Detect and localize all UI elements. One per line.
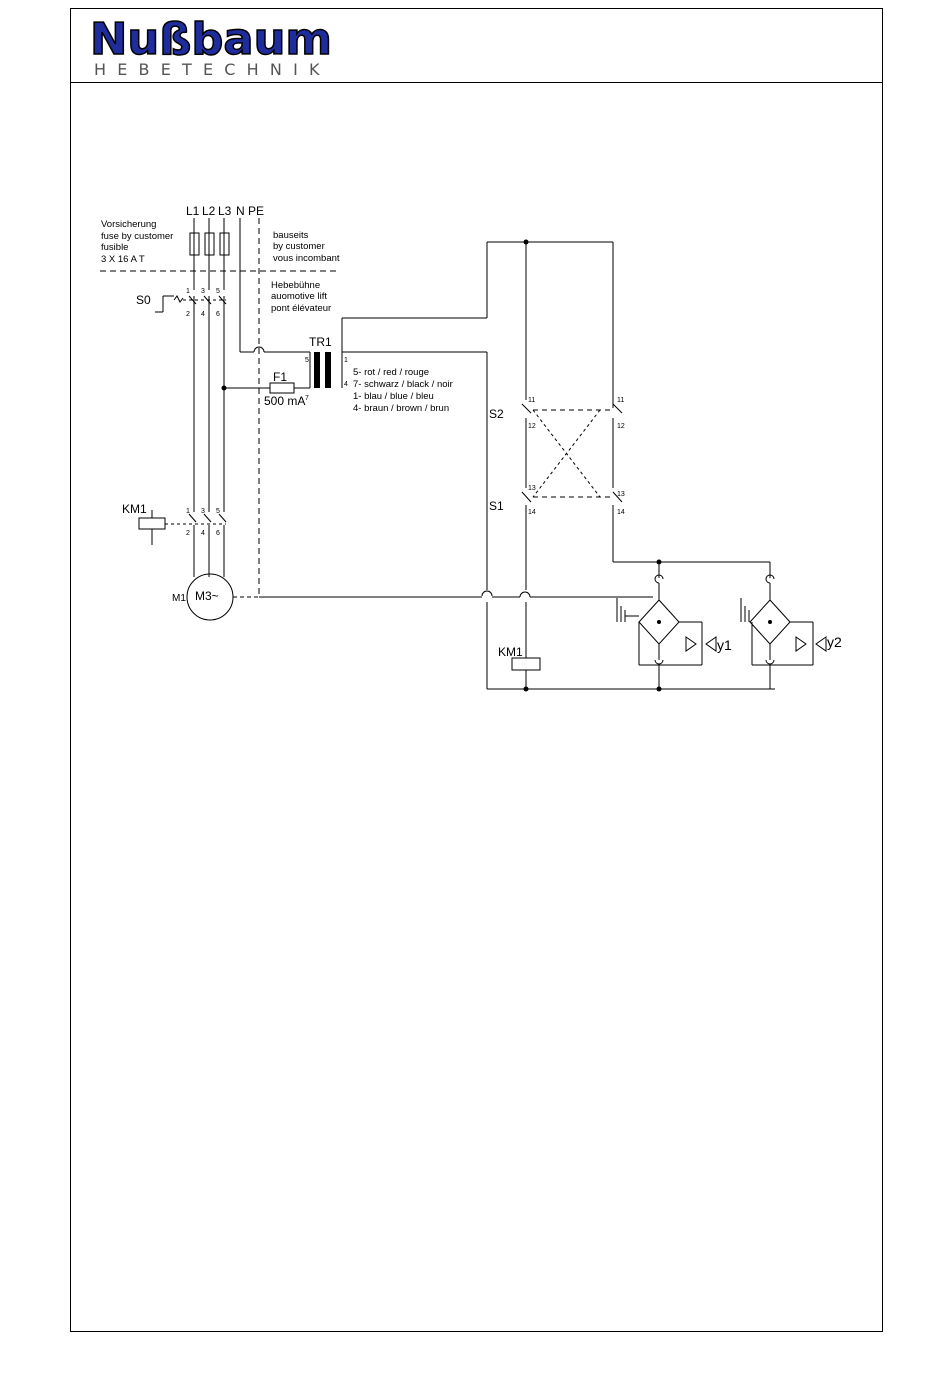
s1-term-13: 13 <box>528 485 536 492</box>
label-s2: S2 <box>489 407 504 421</box>
note-fuse-de: Vorsicherung <box>101 219 156 230</box>
pin-7: 7 <box>305 395 309 402</box>
pin-5: 5 <box>305 357 309 364</box>
km1-coil <box>511 657 541 671</box>
s0-term-3: 3 <box>201 288 205 295</box>
label-f1: F1 <box>273 370 287 384</box>
note-lift-en: auomotive lift <box>271 291 327 302</box>
label-m3: M3~ <box>195 589 219 603</box>
s0-term-6: 6 <box>216 311 220 318</box>
phase-n: N <box>236 204 245 218</box>
label-s1: S1 <box>489 499 504 513</box>
km1-term-2: 2 <box>186 530 190 537</box>
km1-term-5: 5 <box>216 508 220 515</box>
note-lift-de: Hebebühne <box>271 280 320 291</box>
s0-term-1: 1 <box>186 288 190 295</box>
wire-color-1: 1- blau / blue / bleu <box>353 391 434 402</box>
phase-l2: L2 <box>202 204 216 218</box>
note-fuse-rating: 3 X 16 A T <box>101 254 145 265</box>
note-site-en: by customer <box>273 241 325 252</box>
s0-term-4: 4 <box>201 311 205 318</box>
km1-term-1: 1 <box>186 508 190 515</box>
label-km1-coil: KM1 <box>498 645 523 659</box>
phase-l1: L1 <box>186 204 200 218</box>
label-y2: y2 <box>827 634 842 650</box>
brand-subtitle: HEBETECHNIK <box>94 60 331 79</box>
page-frame <box>70 8 883 1332</box>
km1-top-coil <box>138 517 166 530</box>
label-m1: M1 <box>172 593 186 604</box>
label-f1-rating: 500 mA <box>264 394 305 408</box>
label-km1-top: KM1 <box>122 502 147 516</box>
km1-term-4: 4 <box>201 530 205 537</box>
wire-color-7: 7- schwarz / black / noir <box>353 379 453 390</box>
label-s0: S0 <box>136 293 151 307</box>
header-divider <box>70 82 883 83</box>
label-y1: y1 <box>717 637 732 653</box>
wire-color-4: 4- braun / brown / brun <box>353 403 449 414</box>
phase-pe: PE <box>248 204 264 218</box>
s0-term-5: 5 <box>216 288 220 295</box>
r-term-14: 14 <box>617 509 625 516</box>
note-fuse-en: fuse by customer <box>101 231 173 242</box>
r-term-11: 11 <box>617 397 624 404</box>
s2-term-11: 11 <box>528 397 535 404</box>
note-site-fr: vous incombant <box>273 253 340 264</box>
pin-1: 1 <box>344 357 348 364</box>
r-term-12: 12 <box>617 423 625 430</box>
nussbaum-logo: Nußbaum <box>89 13 333 66</box>
note-lift-fr: pont élévateur <box>271 303 331 314</box>
fuse-f1 <box>269 382 295 394</box>
pin-4: 4 <box>344 381 348 388</box>
km1-term-3: 3 <box>201 508 205 515</box>
label-tr1: TR1 <box>309 335 332 349</box>
transformer-core-left <box>314 352 320 388</box>
phase-l3: L3 <box>218 204 232 218</box>
transformer-core-right <box>325 352 331 388</box>
r-term-13: 13 <box>617 491 625 498</box>
logo-wordmark: Nußbaum <box>90 14 332 65</box>
s1-term-14: 14 <box>528 509 536 516</box>
s2-term-12: 12 <box>528 423 536 430</box>
wire-color-5: 5- rot / red / rouge <box>353 367 429 378</box>
note-site-de: bauseits <box>273 230 309 241</box>
km1-term-6: 6 <box>216 530 220 537</box>
note-fuse-fr: fusible <box>101 242 128 253</box>
s0-term-2: 2 <box>186 311 190 318</box>
